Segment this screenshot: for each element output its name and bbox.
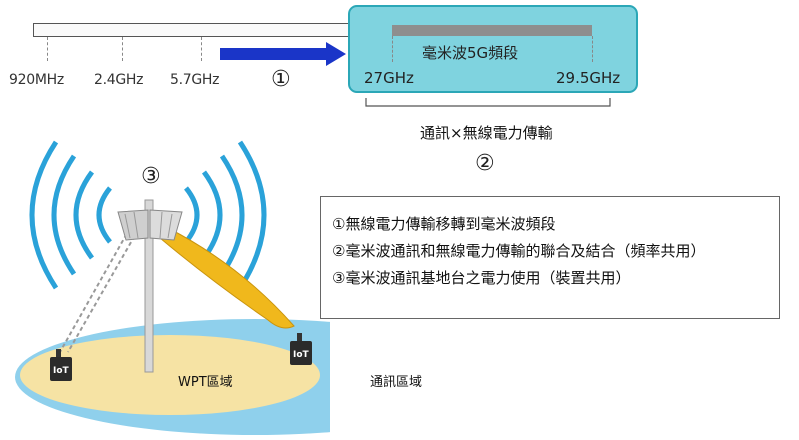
freq-label-2-4ghz: 2.4GHz [94, 72, 144, 88]
tick-29-5ghz [592, 36, 593, 62]
freq-label-920mhz: 920MHz [9, 72, 64, 88]
mmwave-band-segment [392, 25, 592, 36]
legend-box: ①無線電力傳輸移轉到毫米波頻段 ②毫米波通訊和無線電力傳輸的聯合及結合（頻率共用… [320, 196, 780, 319]
tick-5-7ghz [201, 37, 202, 61]
legend-item-2: ②毫米波通訊和無線電力傳輸的聯合及結合（頻率共用） [332, 242, 706, 260]
iot-device-left-icon [50, 349, 72, 381]
illustration [15, 140, 330, 435]
tick-920mhz [47, 37, 48, 61]
step1-marker: ① [271, 67, 291, 92]
mmwave-start-label: 27GHz [364, 69, 414, 87]
bracket-icon [365, 98, 611, 107]
freq-label-5-7ghz: 5.7GHz [170, 72, 220, 88]
iot-label-right: IoT [293, 350, 309, 360]
power-beam [159, 227, 295, 329]
step2-marker: ② [475, 151, 495, 176]
iot-label-left: IoT [53, 366, 69, 376]
mmwave-band-box [348, 5, 638, 93]
tick-27ghz [392, 36, 393, 62]
iot-device-right-icon [290, 333, 312, 365]
bracket-caption: 通訊×無線電力傳輸 [420, 124, 553, 142]
waves-right-icon [184, 140, 267, 290]
waves-left-icon [29, 140, 112, 290]
step3-marker: ③ [141, 164, 161, 189]
shift-arrow-icon [220, 42, 346, 66]
legend-item-1: ①無線電力傳輸移轉到毫米波頻段 [332, 215, 556, 233]
legend-item-3: ③毫米波通訊基地台之電力使用（裝置共用） [332, 269, 631, 287]
tick-2-4ghz [122, 37, 123, 61]
mmwave-title: 毫米波5G頻段 [422, 44, 519, 62]
antenna-mast [144, 199, 154, 373]
mmwave-end-label: 29.5GHz [556, 69, 621, 87]
comm-zone-label: 通訊區域 [370, 375, 423, 390]
wpt-area-ellipse [20, 335, 320, 415]
wpt-zone-label: WPT區域 [178, 375, 233, 390]
